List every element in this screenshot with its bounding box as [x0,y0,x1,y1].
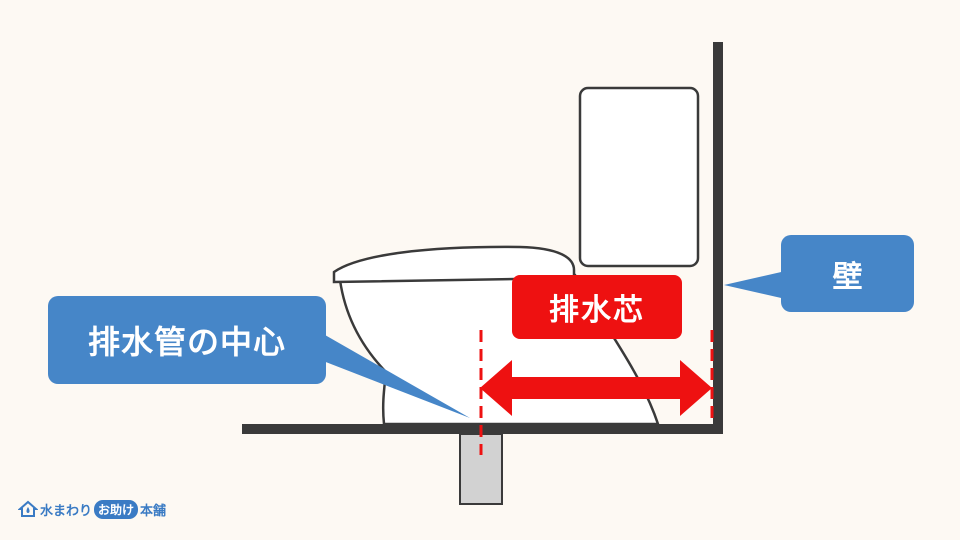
house-water-icon [18,500,38,517]
drain-pipe-center-label: 排水管の中心 [48,296,326,384]
drain-offset-arrow [480,360,712,416]
logo-text-end: 本舗 [140,503,167,519]
wall-callout-pointer [724,270,790,300]
wall-label: 壁 [781,235,914,312]
drain-offset-label: 排水芯 [512,275,682,339]
wall-line [713,42,723,434]
logo-text-main: 水まわり [40,503,93,519]
toilet-tank [578,86,700,268]
toilet-lid [332,245,576,284]
logo-text-badge: お助け [94,499,139,519]
pipe-callout-pointer [300,335,470,418]
brand-logo: 水まわり お助け 本舗 [18,498,166,520]
